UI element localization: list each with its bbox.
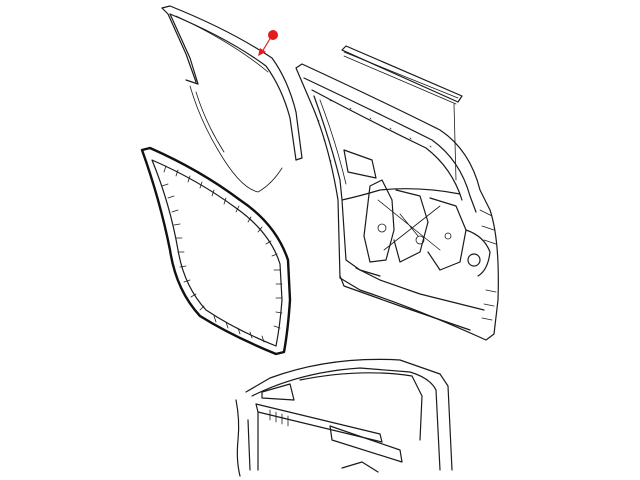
callout-pointer (258, 30, 278, 56)
door-opening-weatherstrip[interactable] (140, 146, 292, 356)
callout-dot (268, 30, 278, 40)
belt-weatherstrip[interactable] (341, 45, 463, 181)
front-door-shell[interactable] (295, 63, 499, 341)
vehicle-side-view (235, 358, 453, 477)
glass-run-channel[interactable] (161, 5, 303, 193)
